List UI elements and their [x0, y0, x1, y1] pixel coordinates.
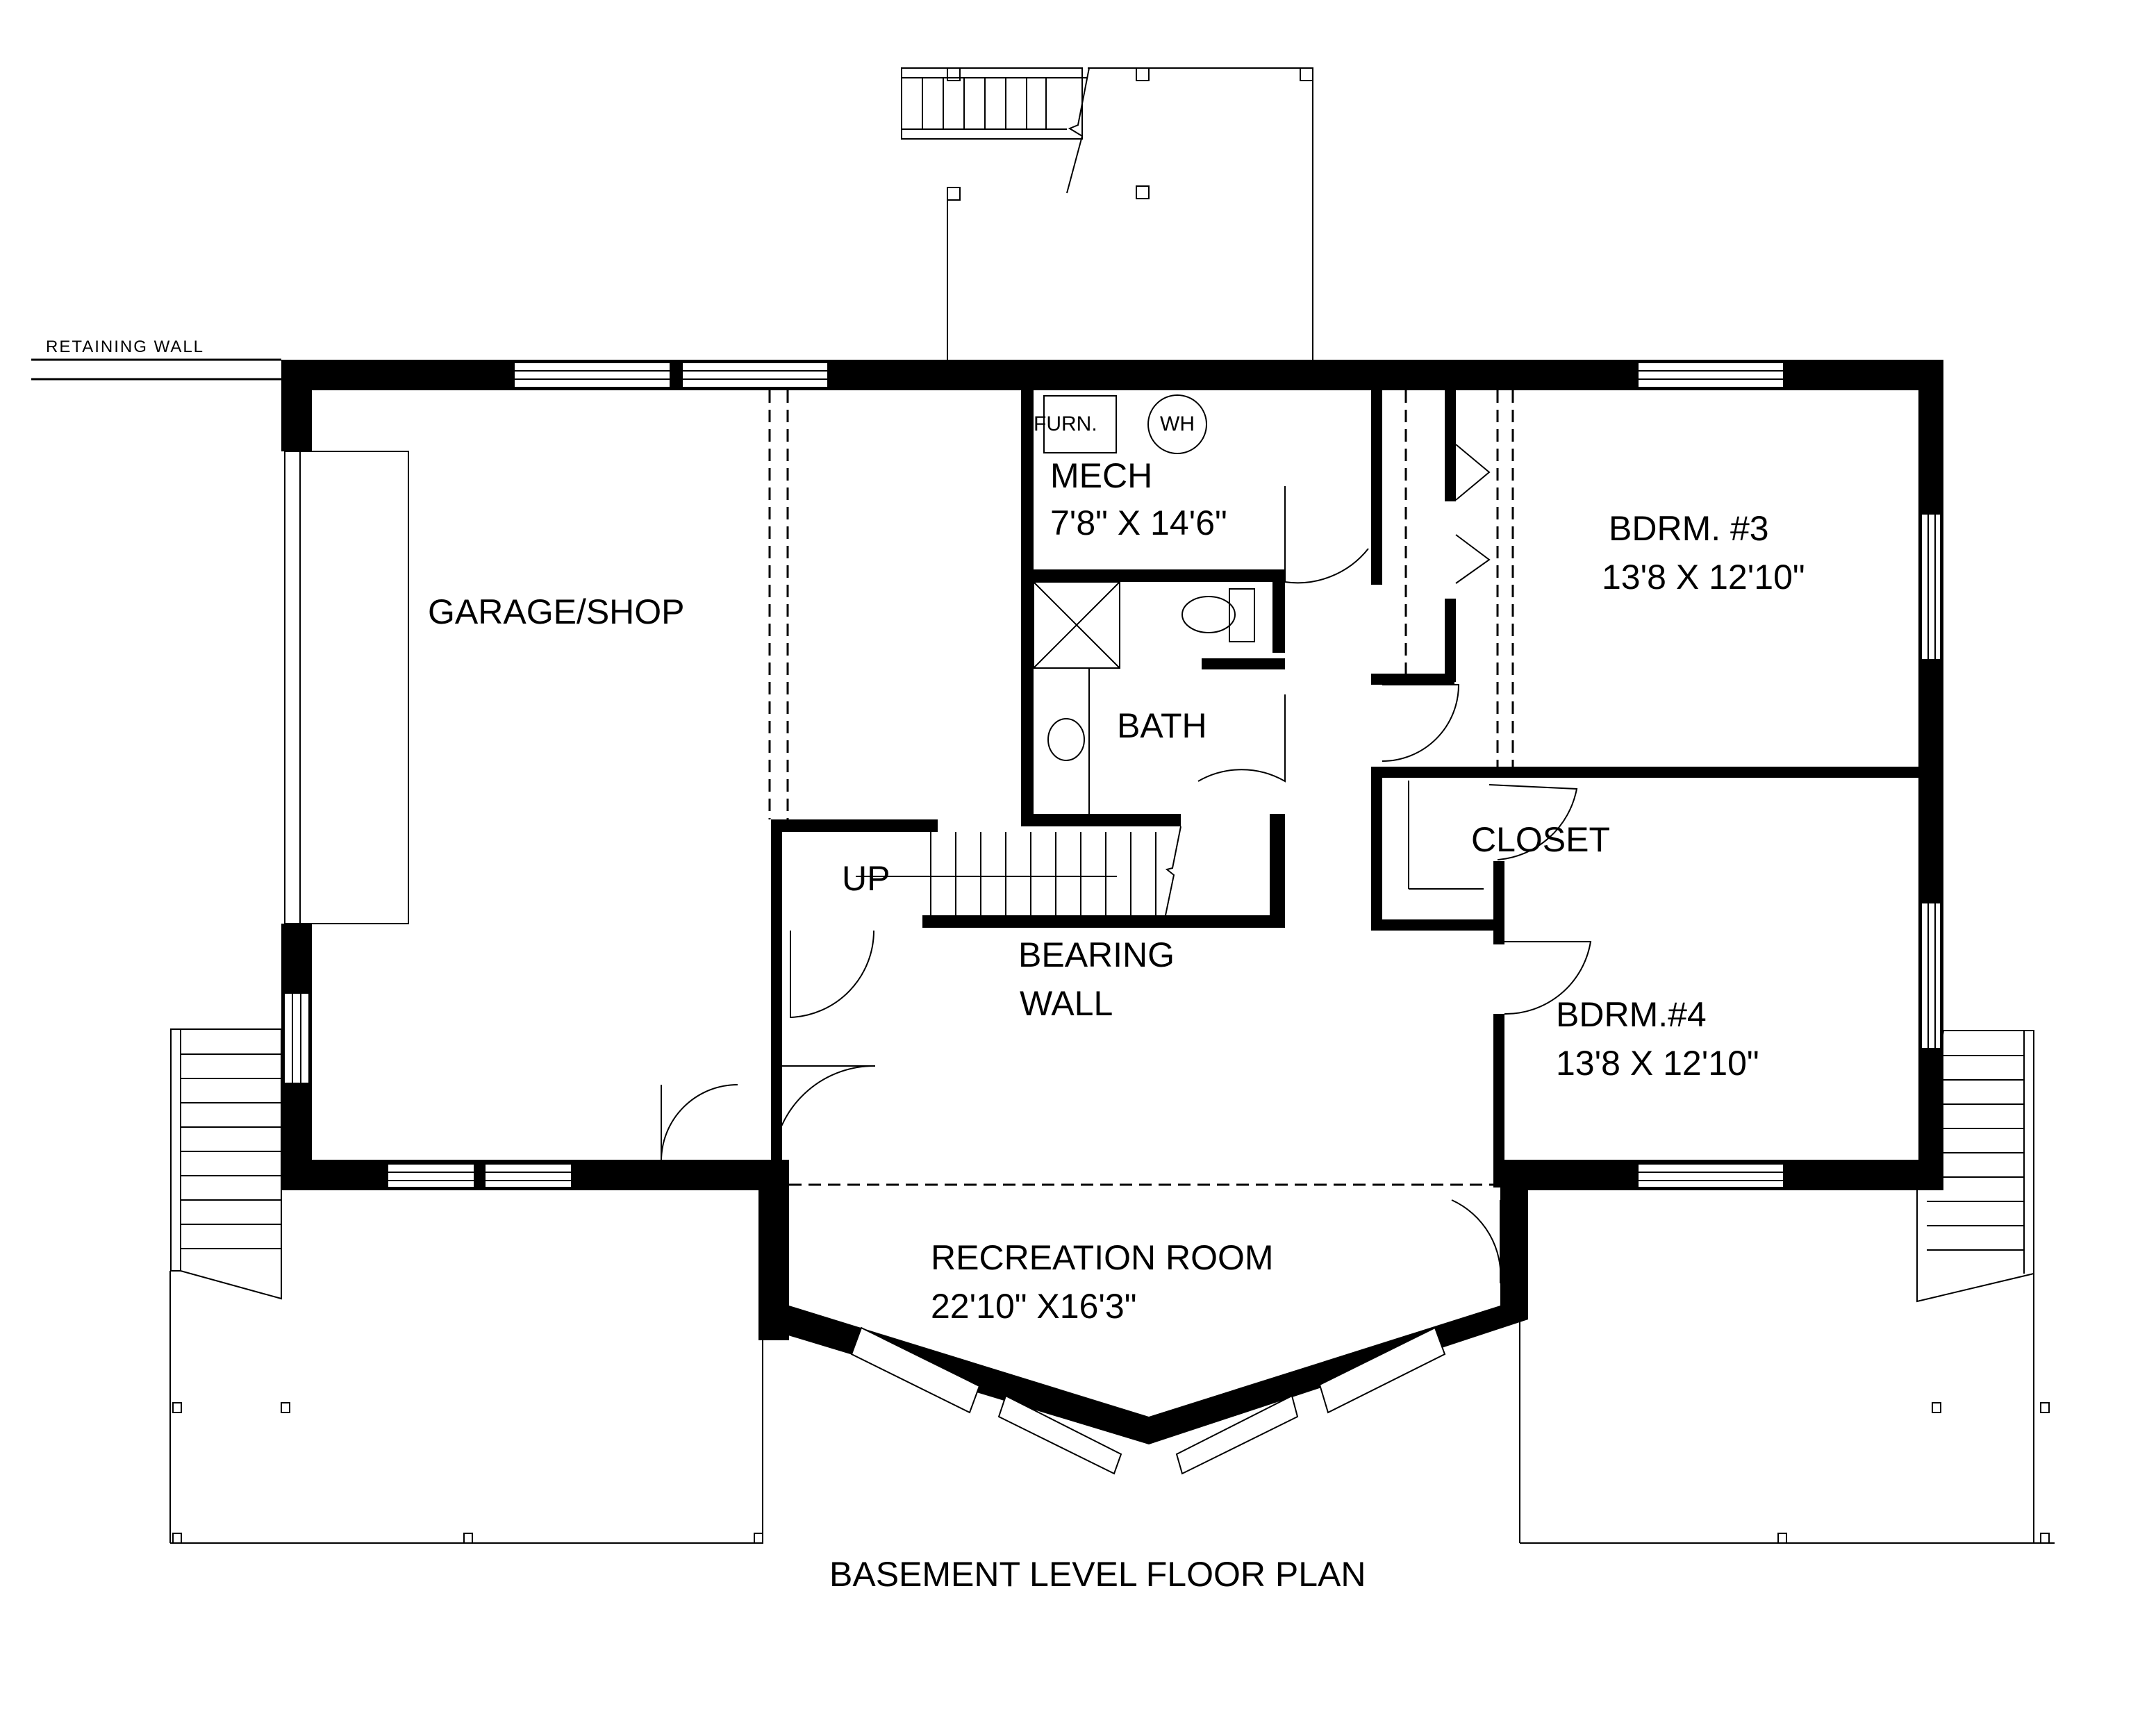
left-side-stairs — [169, 1028, 282, 1543]
room-closet-name: CLOSET — [1471, 820, 1611, 859]
room-garage-name: GARAGE/SHOP — [428, 592, 685, 631]
room-bdrm4-dims: 13'8 X 12'10" — [1556, 1044, 1759, 1083]
room-bdrm3-name: BDRM. #3 — [1609, 509, 1769, 548]
furnace-label: FURN. — [1034, 412, 1097, 435]
doors — [661, 444, 1592, 1284]
hidden-lines — [768, 390, 1514, 1186]
room-mech-name: MECH — [1050, 456, 1153, 495]
interior-walls — [771, 390, 1927, 1188]
room-recreation-dims: 22'10" X16'3" — [931, 1287, 1137, 1326]
retaining-wall — [31, 358, 281, 381]
room-bath-name: BATH — [1117, 706, 1207, 745]
top-stairs — [901, 67, 1313, 367]
windows — [283, 362, 1941, 1475]
bearing-wall-label-2: WALL — [1020, 984, 1113, 1023]
room-bdrm3-dims: 13'8 X 12'10" — [1602, 558, 1805, 597]
room-recreation-name: RECREATION ROOM — [931, 1238, 1274, 1277]
garage-door — [281, 451, 409, 924]
interior-stairs — [856, 826, 1181, 916]
right-side-stairs — [1916, 1030, 2034, 1543]
stair-up-label: UP — [842, 859, 890, 898]
retaining-wall-label: RETAINING WALL — [46, 338, 205, 356]
mech-fixtures — [1043, 394, 1207, 454]
closet-shelves — [1408, 781, 1484, 890]
water-heater-label: WH — [1160, 412, 1195, 435]
bearing-wall-label-1: BEARING — [1018, 935, 1175, 974]
room-mech-dims: 7'8" X 14'6" — [1050, 503, 1227, 542]
bath-fixtures — [1033, 581, 1255, 814]
plan-title: BASEMENT LEVEL FLOOR PLAN — [829, 1555, 1366, 1594]
room-bdrm4-name: BDRM.#4 — [1556, 995, 1707, 1034]
patios — [170, 1319, 2055, 1544]
